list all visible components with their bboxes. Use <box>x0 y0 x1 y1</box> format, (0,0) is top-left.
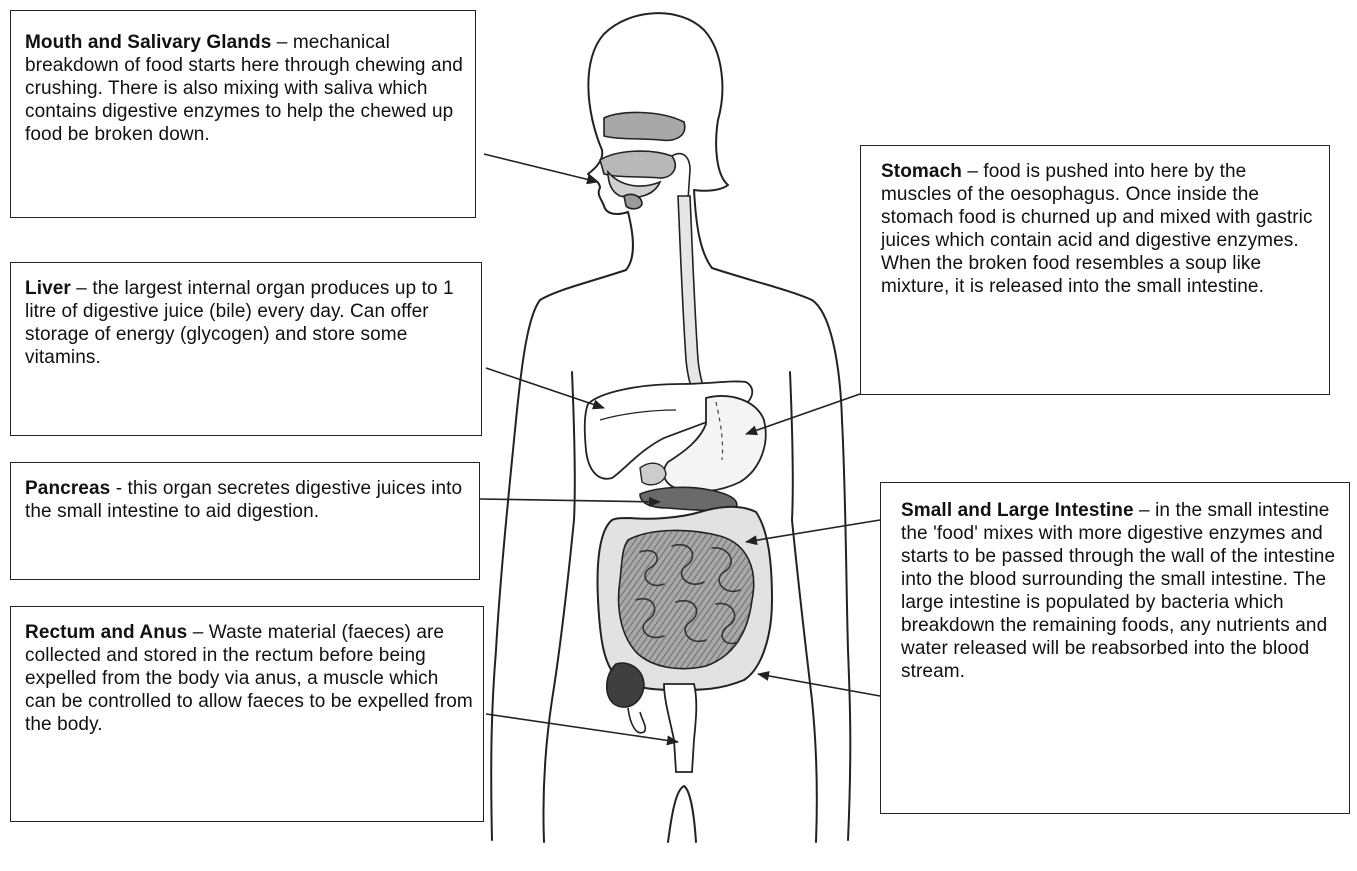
caecum <box>607 663 644 707</box>
stomach-label-title: Stomach <box>881 161 962 182</box>
rectum <box>664 684 696 772</box>
arrow-liver <box>486 368 604 408</box>
mouth-organs <box>600 112 690 208</box>
rectum-label-box: Rectum and Anus – Waste material (faeces… <box>10 606 484 822</box>
neck-left <box>626 212 633 270</box>
leg-gap <box>668 786 696 842</box>
mouth-label-title: Mouth and Salivary Glands <box>25 32 271 53</box>
salivary-gland <box>624 194 642 208</box>
arrow-intestine-small <box>746 520 880 542</box>
oral-cavity <box>600 151 675 178</box>
gall-bladder <box>640 463 666 485</box>
arrow-pancreas <box>480 499 660 502</box>
intestine-label-text: – in the small intestine the 'food' mixe… <box>901 500 1335 682</box>
neck-right <box>694 190 712 268</box>
liver-label-box: Liver – the largest internal organ produ… <box>10 262 482 436</box>
arrow-mouth <box>484 154 598 182</box>
liver-label-title: Liver <box>25 278 71 299</box>
nasal-cavity <box>604 112 685 140</box>
oesophagus <box>678 196 710 400</box>
rectum-label-title: Rectum and Anus <box>25 622 187 643</box>
stomach-label-box: Stomach – food is pushed into here by th… <box>860 145 1330 395</box>
pancreas-label-title: Pancreas <box>25 478 110 499</box>
liver-label-text: – the largest internal organ produces up… <box>25 278 454 368</box>
arrow-rectum <box>486 714 678 742</box>
appendix <box>628 708 645 733</box>
intestine-label-title: Small and Large Intestine <box>901 500 1134 521</box>
arrow-intestine-large <box>758 674 880 696</box>
torso-left <box>543 372 574 842</box>
mouth-label-box: Mouth and Salivary Glands – mechanical b… <box>10 10 476 218</box>
pancreas-label-box: Pancreas - this organ secretes digestive… <box>10 462 480 580</box>
torso-right <box>790 372 817 842</box>
intestine-label-box: Small and Large Intestine – in the small… <box>880 482 1350 814</box>
